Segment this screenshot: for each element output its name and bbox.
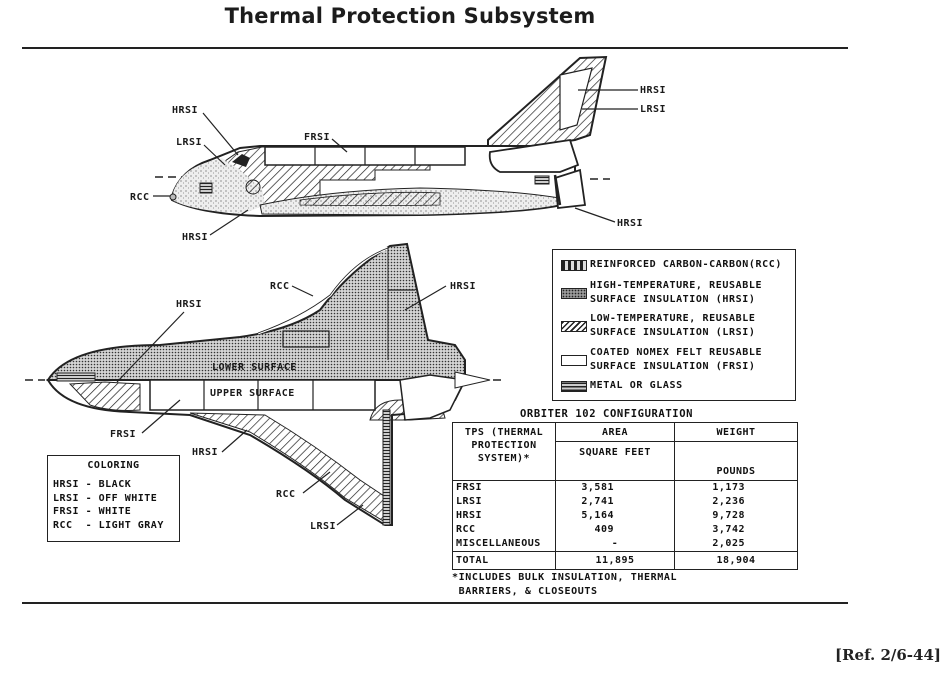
table-row: LRSI 2,741 2,236	[452, 495, 798, 509]
lower-surface-hrsi	[46, 242, 466, 381]
rudder	[559, 67, 593, 131]
lrsi-pattern-icon	[561, 320, 587, 332]
callout-hrsi-aft: HRSI	[617, 218, 643, 229]
top-divider	[22, 47, 848, 49]
legend-item-rcc: REINFORCED CARBON-CARBON(RCC)	[561, 258, 782, 272]
row-area: 3,581	[555, 480, 675, 495]
upper-surface-label: UPPER SURFACE	[210, 388, 295, 399]
frsi-pattern-icon	[561, 354, 587, 366]
unit-area: SQUARE FEET	[555, 441, 675, 481]
bottom-divider	[22, 602, 848, 604]
legend-item-metal: METAL OR GLASS	[561, 379, 683, 393]
config-table: TPS (THERMAL PROTECTION SYSTEM)* AREA WE…	[452, 422, 798, 570]
table-footnote: *INCLUDES BULK INSULATION, THERMAL BARRI…	[452, 572, 678, 597]
row-name: RCC	[452, 523, 556, 537]
row-area: 5,164	[555, 509, 675, 523]
reference-label: [Ref. 2/6-44]	[834, 646, 941, 664]
table-row: FRSI 3,581 1,173	[452, 480, 798, 495]
row-weight: 2,236	[674, 495, 798, 509]
legend-label: SURFACE INSULATION (FRSI)	[590, 361, 756, 372]
coloring-row: LRSI - OFF WHITE	[53, 492, 158, 504]
legend-label: HIGH-TEMPERATURE, REUSABLE	[590, 280, 763, 291]
metal-pattern-icon	[561, 380, 587, 392]
total-area: 11,895	[555, 551, 675, 570]
callout-frsi: FRSI	[110, 429, 136, 440]
legend-item-lrsi: LOW-TEMPERATURE, REUSABLE SURFACE INSULAT…	[561, 312, 756, 340]
lower-surface-label: LOWER SURFACE	[212, 362, 297, 373]
total-weight: 18,904	[674, 551, 798, 570]
row-weight: 2,025	[674, 537, 798, 552]
row-weight: 9,728	[674, 509, 798, 523]
material-legend: REINFORCED CARBON-CARBON(RCC) HIGH-TEMPE…	[552, 249, 796, 401]
cockpit-windows	[232, 154, 250, 167]
nose-hrsi	[172, 158, 265, 213]
row-weight: 3,742	[674, 523, 798, 537]
legend-label: REINFORCED CARBON-CARBON(RCC)	[590, 259, 782, 270]
header-weight: WEIGHT	[674, 422, 798, 442]
header-tps: TPS (THERMAL PROTECTION SYSTEM)*	[452, 422, 556, 481]
callout-hrsi-tail: LRSI	[640, 104, 666, 115]
legend-label: LOW-TEMPERATURE, REUSABLE	[590, 313, 756, 324]
nose-cap-rcc	[169, 193, 177, 201]
table-row: HRSI 5,164 9,728	[452, 509, 798, 523]
callout-lrsi-tail: HRSI	[640, 85, 666, 96]
page-title: Thermal Protection Subsystem	[224, 4, 596, 28]
callout-lrsi: LRSI	[176, 137, 202, 148]
table-total-row: TOTAL 11,895 18,904	[452, 551, 798, 570]
legend-label: COATED NOMEX FELT REUSABLE	[590, 347, 763, 358]
callout-rcc: RCC	[130, 192, 150, 203]
row-weight: 1,173	[674, 480, 798, 495]
window	[56, 372, 96, 382]
table-row: MISCELLANEOUS - 2,025	[452, 537, 798, 552]
window	[199, 182, 213, 194]
coloring-key: COLORING HRSI - BLACK LRSI - OFF WHITE F…	[47, 455, 180, 542]
total-name: TOTAL	[452, 551, 556, 570]
row-name: HRSI	[452, 509, 556, 523]
row-area: 409	[555, 523, 675, 537]
side-callouts: HRSI LRSI FRSI RCC HRSI LRSI HRSI HRSI	[130, 85, 666, 243]
callout-rcc-lower: RCC	[276, 489, 296, 500]
callout-hrsi: HRSI	[172, 105, 198, 116]
oms-pod	[488, 138, 580, 173]
legend-label: SURFACE INSULATION (HRSI)	[590, 294, 756, 305]
row-name: MISCELLANEOUS	[452, 537, 556, 552]
legend-item-frsi: COATED NOMEX FELT REUSABLE SURFACE INSULA…	[561, 346, 762, 374]
callout-lrsi-wing: LRSI	[310, 521, 336, 532]
coloring-row: RCC - LIGHT GRAY	[53, 519, 164, 531]
legend-item-hrsi: HIGH-TEMPERATURE, REUSABLE SURFACE INSULA…	[561, 279, 762, 307]
config-table-title: ORBITER 102 CONFIGURATION	[520, 408, 694, 420]
row-area: 2,741	[555, 495, 675, 509]
legend-label: METAL OR GLASS	[590, 380, 683, 391]
callout-hrsi-wing: HRSI	[192, 447, 218, 458]
coloring-heading: COLORING	[87, 460, 140, 471]
unit-weight: POUNDS	[674, 441, 798, 481]
engine-area	[399, 374, 467, 421]
callout-hrsi-tail: HRSI	[450, 281, 476, 292]
plan-view: LOWER SURFACE UPPER SURFACE RCC HRSI HRS…	[25, 242, 505, 532]
payload-bay-doors	[149, 379, 376, 411]
main-engine	[554, 168, 587, 209]
plan-callouts: RCC HRSI HRSI FRSI HRSI RCC LRSI	[110, 281, 476, 532]
window	[534, 175, 550, 185]
callout-hrsi-nose: HRSI	[176, 299, 202, 310]
table-row: RCC 409 3,742	[452, 523, 798, 537]
legend-label: SURFACE INSULATION (LRSI)	[590, 327, 756, 338]
coloring-row: FRSI - WHITE	[53, 506, 132, 517]
callout-frsi: FRSI	[304, 132, 330, 143]
row-area: -	[555, 537, 675, 552]
coloring-row: HRSI - BLACK	[53, 479, 132, 490]
header-area: AREA	[555, 422, 675, 442]
row-name: FRSI	[452, 480, 556, 495]
callout-hrsi-lower: HRSI	[182, 232, 208, 243]
forward-lrsi	[68, 381, 141, 411]
callout-rcc-wing: RCC	[270, 281, 290, 292]
side-view: HRSI LRSI FRSI RCC HRSI LRSI HRSI HRSI	[130, 55, 666, 243]
rcc-pattern-icon	[561, 259, 587, 271]
row-name: LRSI	[452, 495, 556, 509]
hrsi-pattern-icon	[561, 287, 587, 299]
